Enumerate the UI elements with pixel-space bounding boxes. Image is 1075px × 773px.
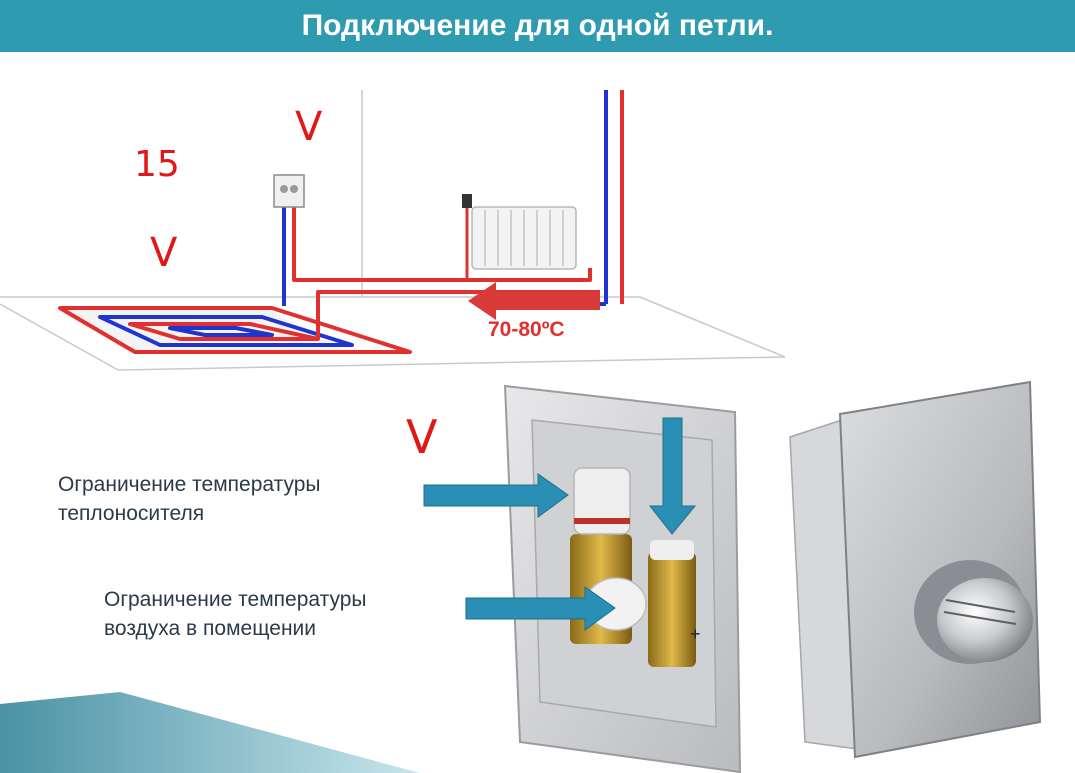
slide-header: Подключение для одной петли.: [0, 0, 1075, 52]
radiator-icon: [462, 194, 577, 280]
cover-panel: [789, 380, 1042, 759]
heating-diagram: +: [0, 90, 1042, 773]
control-box-icon: [273, 174, 305, 208]
callout-coolant-temp: Ограничение температуры теплоносителя: [58, 470, 320, 528]
handwritten-check-1: V: [295, 104, 323, 150]
callout-arrow-coolant: [423, 473, 569, 518]
callout-arrow-air: [465, 586, 616, 631]
slide-title: Подключение для одной петли.: [301, 9, 774, 42]
handwritten-number: 15: [134, 144, 180, 185]
callout-air-line2: воздуха в помещении: [104, 617, 316, 640]
handwritten-check-2: V: [150, 230, 178, 276]
thermostat-knob-icon: [914, 560, 1033, 664]
riser-pipes: [580, 90, 624, 306]
callout-arrow-down: [648, 417, 697, 535]
callout-arrows: [423, 417, 697, 631]
callout-air-line1: Ограничение температуры: [104, 588, 367, 611]
mixing-unit-box: +: [503, 384, 742, 773]
flow-arrow-icon: [468, 282, 600, 320]
svg-text:+: +: [690, 624, 701, 644]
callout-coolant-line2: теплоносителя: [58, 502, 205, 525]
handwritten-check-3: V: [406, 410, 438, 464]
callout-coolant-line1: Ограничение температуры: [58, 473, 321, 496]
bottom-decor-band: [0, 692, 420, 773]
temperature-label: 70-80ºC: [488, 318, 565, 341]
callout-air-temp: Ограничение температуры воздуха в помеще…: [104, 585, 366, 643]
